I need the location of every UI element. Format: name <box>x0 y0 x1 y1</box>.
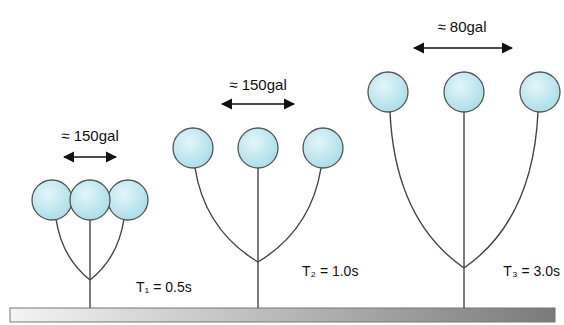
ground-plate <box>10 308 555 322</box>
acceleration-label: ≈ 150gal <box>61 127 118 145</box>
amplitude-arrow <box>64 48 512 157</box>
period-label: T₃ = 3.0s <box>503 263 560 280</box>
pendulum-short <box>56 219 124 308</box>
period-label: T₁ = 0.5s <box>136 279 192 296</box>
period-label: T₂ = 1.0s <box>302 263 358 280</box>
pendulum-medium <box>195 168 321 308</box>
acceleration-label: ≈ 150gal <box>229 76 286 94</box>
acceleration-label: ≈ 80gal <box>437 18 486 36</box>
